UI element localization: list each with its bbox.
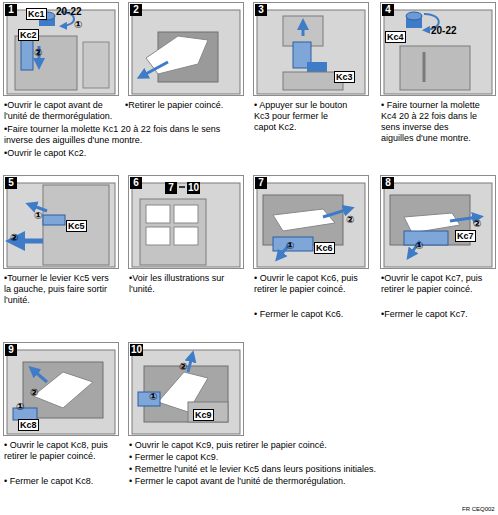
- part-callout: Kc7: [455, 230, 476, 242]
- instruction-text: • Remettre l'unité et le levier Kc5 dans…: [129, 464, 489, 475]
- step-number: 7: [165, 182, 177, 194]
- panel-frame: 5①②Kc5•Tourner le levier Kc5 vers la gau…: [3, 175, 119, 269]
- instruction-text: • Ouvrir le capot Kc6, puis retirer le p…: [254, 273, 366, 295]
- machine-drawing: [7, 10, 115, 94]
- callout-number: ①: [149, 391, 157, 402]
- machine-drawing: [132, 183, 240, 267]
- instruction-text: •Ouvrir le capot Kc2.: [4, 148, 204, 159]
- step-number: 1: [5, 4, 17, 16]
- callout-number: ①: [415, 240, 423, 251]
- machine-drawing: [257, 10, 365, 94]
- instruction-text: •Voir les illustrations sur l'unité.: [129, 273, 239, 295]
- panel-frame: 3Kc3• Appuyer sur le bouton Kc3 pour fer…: [253, 2, 369, 96]
- step-number: 4: [382, 4, 394, 16]
- callout-number: 20-22: [431, 25, 457, 36]
- step-number: 10: [130, 344, 143, 356]
- figure-code: FR CEQ002: [462, 506, 495, 513]
- panel-frame: 6710•Voir les illustrations sur l'unité.: [128, 175, 244, 269]
- machine-drawing: [132, 10, 240, 94]
- instruction-text: • Fermer le capot Kc8.: [4, 476, 116, 487]
- instruction-text: •Faire tourner la molette Kc1 20 à 22 fo…: [4, 124, 249, 146]
- callout-number: ①: [34, 210, 42, 221]
- part-callout: Kc8: [18, 419, 39, 431]
- step-number: 3: [255, 4, 267, 16]
- instruction-text: • Ouvrir le capot Kc8, puis retirer le p…: [4, 440, 116, 462]
- part-callout: Kc9: [193, 409, 214, 421]
- instruction-text: •Ouvrir le capot Kc7, puis retirer le pa…: [381, 273, 493, 295]
- machine-drawing: [384, 10, 492, 94]
- step-number: 7: [255, 177, 267, 189]
- panel-frame: 9②①Kc8• Ouvrir le capot Kc8, puis retire…: [3, 342, 119, 436]
- step-number: 8: [382, 177, 394, 189]
- callout-number: ②: [473, 218, 481, 229]
- step-number: 9: [5, 344, 17, 356]
- callout-number: ①: [16, 401, 24, 412]
- panel-frame: 8②①Kc7•Ouvrir le capot Kc7, puis retirer…: [380, 175, 496, 269]
- panel-frame: 2•Retirer le papier coincé.: [128, 2, 244, 96]
- callout-number: ①: [286, 240, 294, 251]
- part-callout: Kc5: [66, 220, 87, 232]
- instruction-text: • Fermer le capot Kc6.: [254, 309, 366, 320]
- step-number: 10: [187, 182, 200, 194]
- instruction-text: • Ouvrir le capot Kc9, puis retirer le p…: [129, 440, 489, 451]
- instruction-text: • Fermer le capot Kc9.: [129, 452, 489, 463]
- part-callout: Kc2: [18, 29, 39, 41]
- machine-drawing: [7, 350, 115, 434]
- instruction-text: •Retirer le papier coincé.: [125, 100, 243, 111]
- instruction-text: • Faire tourner la molette Kc4 20 à 22 f…: [381, 100, 481, 144]
- instruction-text: •Fermer le capot Kc7.: [381, 309, 493, 320]
- machine-drawing: [132, 350, 240, 434]
- callout-number: ②: [179, 361, 187, 372]
- callout-number: ②: [346, 214, 354, 225]
- panel-frame: 10②①Kc9• Ouvrir le capot Kc9, puis retir…: [128, 342, 244, 436]
- panel-frame: 1Kc120-22①Kc2②•Ouvrir le capot avant de …: [3, 2, 119, 96]
- panel-frame: 4Kc420-22• Faire tourner la molette Kc4 …: [380, 2, 496, 96]
- panel-frame: 7②①Kc6• Ouvrir le capot Kc6, puis retire…: [253, 175, 369, 269]
- step-number: 6: [130, 177, 142, 189]
- step-number: 2: [130, 4, 142, 16]
- instruction-text: • Fermer le capot avant de l'unité de th…: [129, 476, 489, 487]
- part-callout: Kc3: [334, 71, 355, 83]
- callout-number: ②: [34, 47, 42, 58]
- part-callout: Kc1: [26, 8, 47, 20]
- callout-number: ②: [10, 232, 18, 243]
- callout-number: ①: [74, 19, 82, 30]
- callout-number: 20-22: [56, 6, 82, 17]
- machine-drawing: [257, 183, 365, 267]
- instruction-text: • Appuyer sur le bouton Kc3 pour fermer …: [254, 100, 352, 133]
- step-number: 5: [5, 177, 17, 189]
- machine-drawing: [384, 183, 492, 267]
- part-callout: Kc6: [314, 242, 335, 254]
- machine-drawing: [7, 183, 115, 267]
- callout-number: ②: [30, 387, 38, 398]
- part-callout: Kc4: [385, 31, 406, 43]
- instruction-text: •Tourner le levier Kc5 vers la gauche, p…: [4, 273, 116, 306]
- instruction-text: •Ouvrir le capot avant de l'unité de the…: [4, 100, 124, 122]
